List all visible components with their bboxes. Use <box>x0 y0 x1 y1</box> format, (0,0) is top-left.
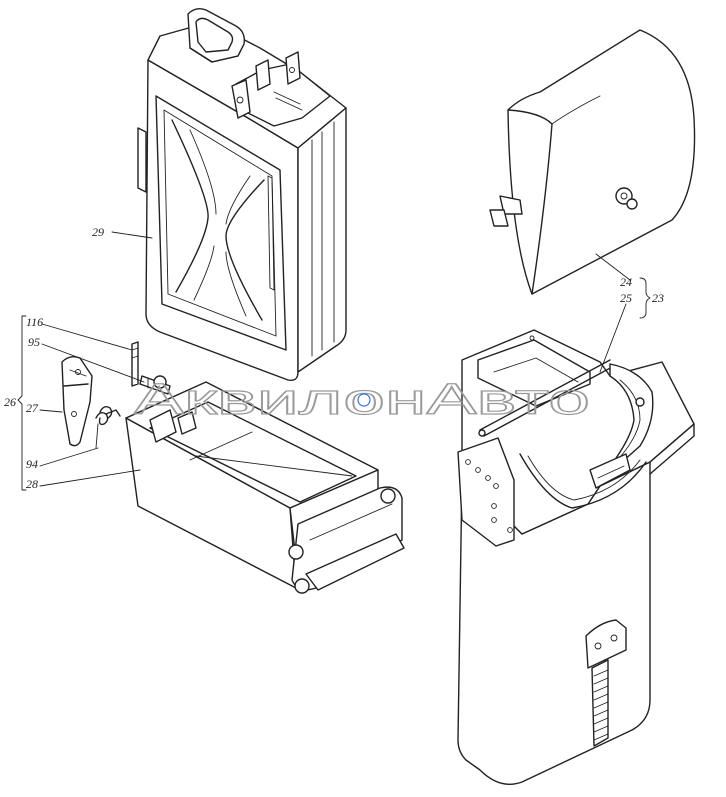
callout-95: 95 <box>28 335 40 349</box>
callout-26: 26 <box>4 395 16 409</box>
callout-29: 29 <box>92 225 104 239</box>
callout-94: 94 <box>26 457 38 471</box>
watermark-circle-icon <box>357 393 371 407</box>
tray-part-28 <box>125 381 405 594</box>
pin-part-116 <box>131 341 139 387</box>
watermark-text: АквилонАвто <box>134 375 590 424</box>
box-body <box>457 329 695 785</box>
callout-23: 23 <box>652 291 664 305</box>
lid-part-24 <box>489 29 696 295</box>
jerrycan-part-29 <box>137 7 347 382</box>
callout-24: 24 <box>620 275 632 289</box>
watermark: АквилонАвто <box>133 374 590 424</box>
latch-part-27 <box>61 355 93 447</box>
callout-28: 28 <box>26 477 38 491</box>
callout-labels: 29 24 25 23 116 95 26 27 94 28 <box>4 225 664 491</box>
spring-part-94 <box>95 405 121 449</box>
leader-lines <box>17 231 651 491</box>
bolt-part-95 <box>139 375 171 395</box>
callout-116: 116 <box>26 315 43 329</box>
callout-27: 27 <box>26 401 39 415</box>
callout-25: 25 <box>620 291 632 305</box>
